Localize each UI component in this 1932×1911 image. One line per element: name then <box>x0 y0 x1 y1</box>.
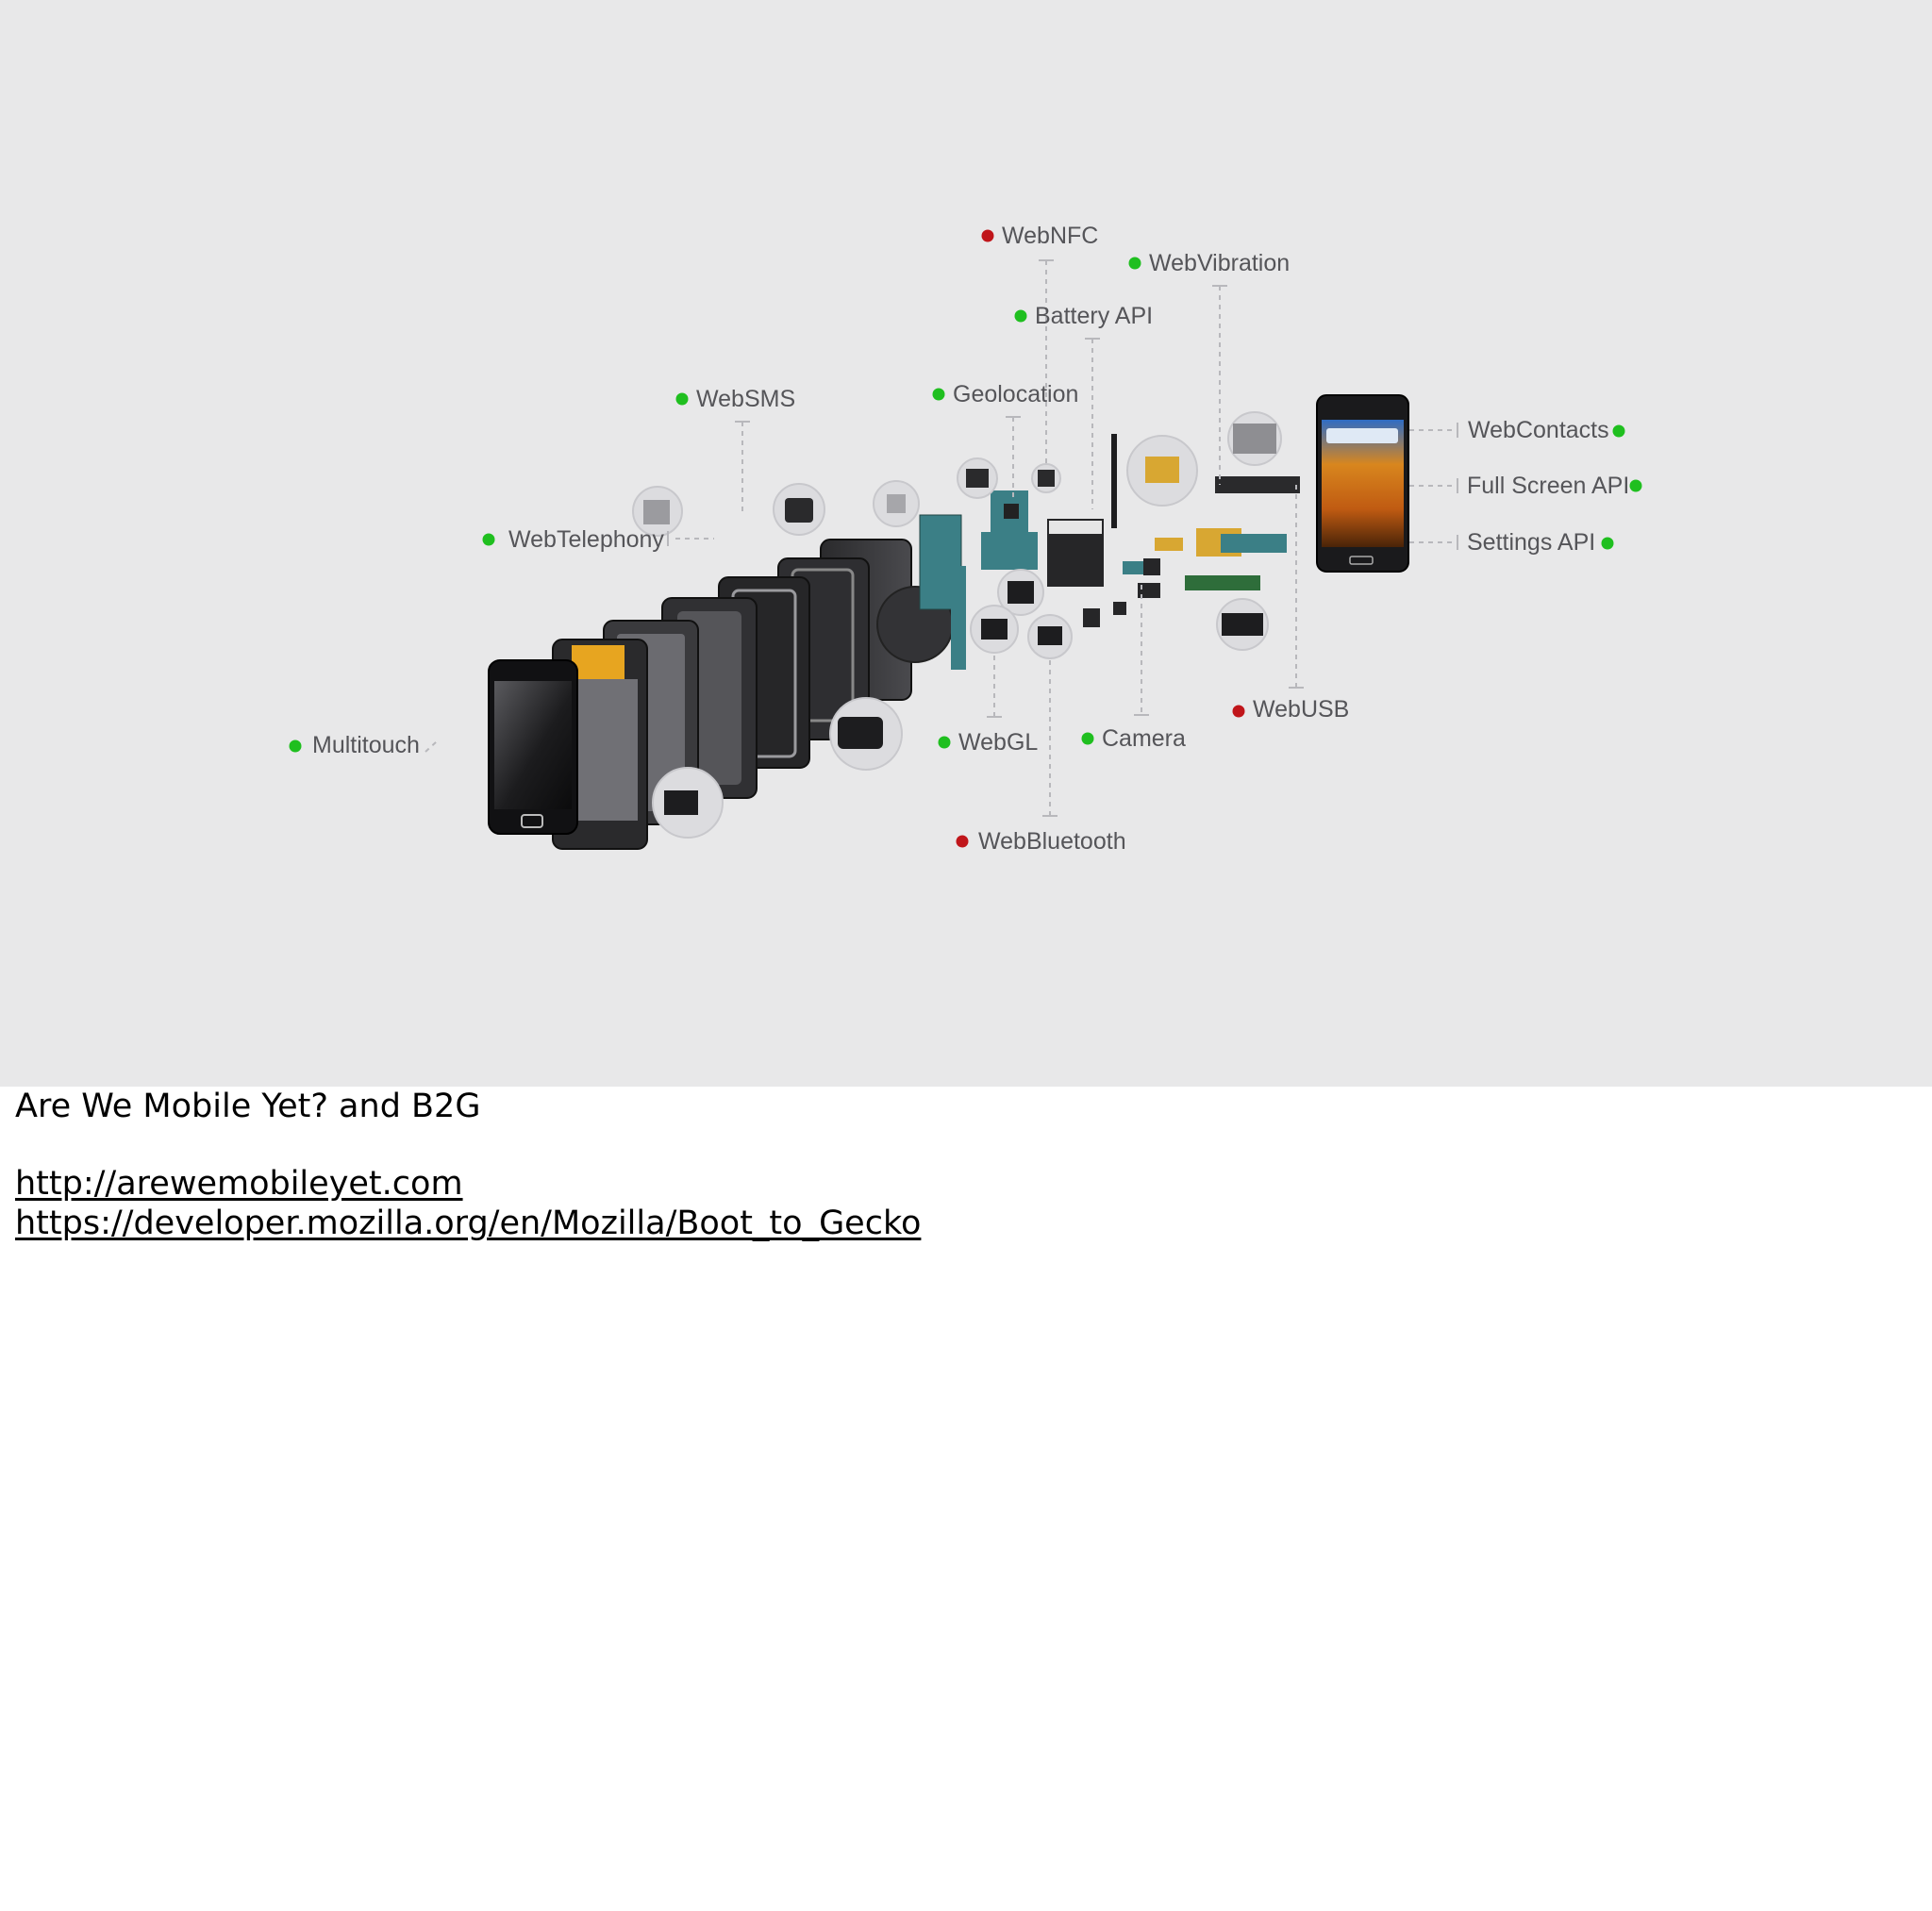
status-dot <box>956 835 969 848</box>
feature-label-camera: Camera <box>1081 725 1186 752</box>
caption-spacer <box>15 1128 1902 1164</box>
feature-label-settings-api: Settings API <box>1467 529 1614 556</box>
status-dot <box>1612 424 1625 438</box>
svg-text:WebVibration: WebVibration <box>1149 250 1290 276</box>
svg-text:WebNFC: WebNFC <box>1002 223 1098 249</box>
boot-to-gecko-link[interactable]: https://developer.mozilla.org/en/Mozilla… <box>15 1205 922 1242</box>
assembled-phone <box>1316 394 1409 573</box>
diagram-panel: WebNFC WebVibration Battery API WebSMS G… <box>0 0 1932 1087</box>
status-dot <box>1081 732 1094 745</box>
status-dot <box>675 392 689 406</box>
status-dot <box>289 739 302 753</box>
leader-lines <box>425 259 1458 817</box>
status-dot <box>482 533 495 546</box>
status-dot <box>938 736 951 749</box>
feature-label-battery-api: Battery API <box>1014 303 1153 329</box>
svg-text:Camera: Camera <box>1102 725 1186 752</box>
circuit-components <box>919 411 1300 670</box>
feature-label-webusb: WebUSB <box>1232 696 1349 723</box>
svg-text:WebContacts: WebContacts <box>1468 417 1609 443</box>
caption-title: Are We Mobile Yet? and B2G <box>15 1088 481 1125</box>
feature-label-webbluetooth: WebBluetooth <box>956 828 1126 855</box>
status-dot <box>1128 257 1141 270</box>
arewemobileyet-link[interactable]: http://arewemobileyet.com <box>15 1165 463 1203</box>
feature-label-webcontacts: WebContacts <box>1468 417 1625 443</box>
feature-label-webgl: WebGL <box>938 729 1038 756</box>
feature-label-webtelephony: WebTelephony <box>482 526 664 553</box>
svg-text:Geolocation: Geolocation <box>953 381 1078 407</box>
status-dot <box>932 388 945 401</box>
svg-text:Multitouch: Multitouch <box>312 732 420 758</box>
feature-label-websms: WebSMS <box>675 386 795 412</box>
exploded-phone-diagram: WebNFC WebVibration Battery API WebSMS G… <box>289 223 1642 855</box>
svg-text:WebBluetooth: WebBluetooth <box>978 828 1126 855</box>
svg-text:Settings API: Settings API <box>1467 529 1595 556</box>
status-dot <box>1014 309 1027 323</box>
caption: Are We Mobile Yet? and B2G http://arewem… <box>15 1085 1902 1243</box>
feature-label-geolocation: Geolocation <box>932 381 1078 407</box>
status-dot <box>981 229 994 242</box>
phone-layers <box>488 480 954 850</box>
svg-text:WebTelephony: WebTelephony <box>508 526 664 553</box>
svg-text:WebSMS: WebSMS <box>696 386 795 412</box>
feature-label-webnfc: WebNFC <box>981 223 1098 249</box>
svg-text:WebUSB: WebUSB <box>1253 696 1349 723</box>
svg-text:Battery API: Battery API <box>1035 303 1153 329</box>
status-dot <box>1629 479 1642 492</box>
svg-text:Full Screen API: Full Screen API <box>1467 473 1629 499</box>
feature-label-webvibration: WebVibration <box>1128 250 1290 276</box>
feature-label-full-screen-api: Full Screen API <box>1467 473 1642 499</box>
status-dot <box>1232 705 1245 718</box>
feature-label-multitouch: Multitouch <box>289 732 420 758</box>
svg-text:WebGL: WebGL <box>958 729 1038 756</box>
status-dot <box>1601 537 1614 550</box>
